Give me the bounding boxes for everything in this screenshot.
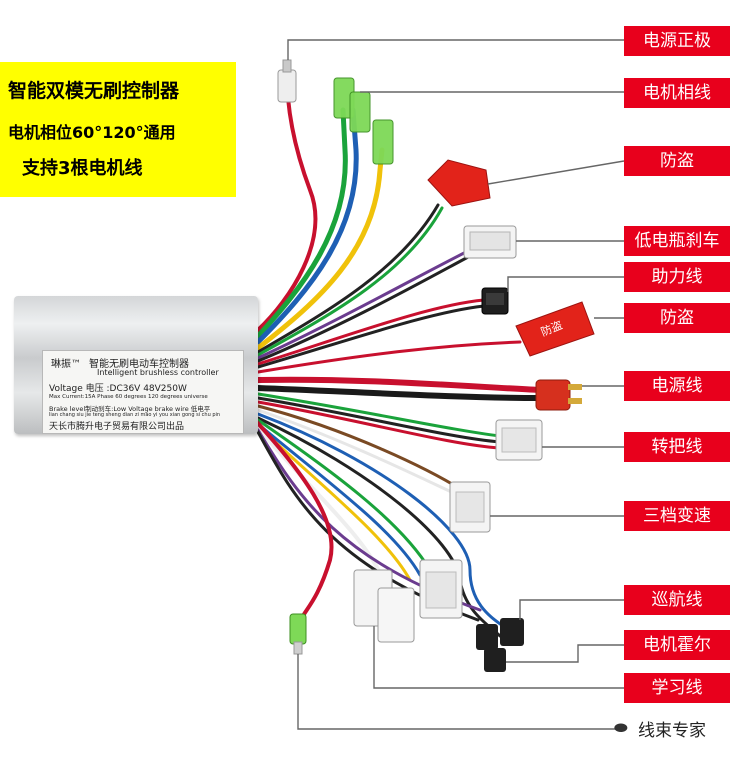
watermark: ⬬ 线束专家 [610, 712, 728, 742]
sticker-voltage: Voltage 电压 :DC36V 48V250W [49, 384, 187, 394]
connector-learn-white [353, 569, 415, 643]
wechat-icon: ⬬ [614, 718, 628, 737]
wire-green-antitheft [256, 206, 444, 357]
wire-purple-brake [256, 248, 472, 360]
promo-motor-text: 支持3根电机线 [22, 158, 143, 179]
wire-red-antitheft2 [256, 340, 522, 374]
terminal-phase-green [333, 77, 394, 165]
connector-antitheft-red-2: 防盗 [515, 301, 595, 357]
leader-assist [507, 276, 624, 292]
wire-red-lock [253, 418, 334, 620]
controller-sticker: 琳振™ 智能无刷电动车控制器 Intelligent brushless con… [42, 350, 244, 434]
connector-antitheft-red [427, 159, 491, 207]
wire-black-cruise [256, 416, 502, 638]
wire-red-throttle [256, 400, 502, 450]
connector-assist-black [481, 287, 509, 315]
label-motor-phase: 电机相线 [624, 78, 730, 108]
promo-box: 智能双模无刷控制器 电机相位60°120°通用 支持3根电机线 [0, 62, 236, 197]
promo-phase-text: 电机相位60°120°通用 [8, 123, 176, 142]
wire-red-power [255, 376, 543, 393]
leader-cruise [519, 599, 624, 620]
leader-antitheft-1 [487, 160, 625, 185]
terminal-lock-green [289, 613, 307, 655]
label-assist: 助力线 [624, 262, 730, 292]
terminal-power-positive [277, 59, 297, 103]
sticker-brake: Brake level制动刹车:Low Voltage brake wire 低… [49, 405, 211, 413]
watermark-text: 线束专家 [638, 721, 706, 741]
sticker-name-en: Intelligent brushless controller [97, 368, 219, 377]
connector-brake-white [463, 225, 517, 259]
label-low-battery-brake: 低电瓶刹车 [624, 226, 730, 256]
leader-learn [373, 626, 624, 689]
connector-power-t-plug [535, 379, 582, 411]
connector-throttle-white [495, 419, 543, 461]
wire-black-brake [256, 254, 472, 363]
wire-white-speed [256, 408, 462, 498]
sticker-brand: 琳振™ [51, 359, 81, 370]
wire-red-assist [256, 298, 486, 366]
promo-title: 智能双模无刷控制器 [8, 80, 180, 102]
wire-yellow-phase [255, 147, 385, 351]
label-cruise: 巡航线 [624, 585, 730, 615]
wire-blue-cruise [256, 412, 510, 632]
leader-hall [506, 644, 624, 663]
label-antitheft-1: 防盗 [624, 146, 730, 176]
label-motor-hall: 电机霍尔 [624, 630, 730, 660]
wire-white-learn [256, 426, 387, 587]
label-learn: 学习线 [624, 673, 730, 703]
leader-lock [297, 654, 624, 730]
sticker-maker: 天长市腾升电子贸易有限公司出品 [49, 422, 185, 432]
sticker-pinyin: lian chang siu jie teng sheng dian zi ma… [49, 412, 221, 418]
leader-lines [287, 39, 625, 730]
wire-green-hall [256, 418, 432, 572]
wire-black-power [255, 385, 543, 401]
wire-bundle [253, 96, 543, 638]
wire-green-phase [255, 107, 348, 339]
connector-hall-white [419, 559, 463, 619]
sticker-name: 智能无刷电动车控制器 [89, 359, 189, 370]
label-antitheft-2: 防盗 [624, 303, 730, 333]
wire-blue-phase [255, 107, 359, 345]
leader-power-positive [287, 39, 624, 60]
label-3-speed: 三档变速 [624, 501, 730, 531]
wire-blue-hall [256, 422, 422, 577]
wire-black-throttle [256, 396, 502, 444]
wire-brown-speed [256, 404, 464, 492]
sticker-current: Max Current:15A Phase 60 degrees 120 deg… [49, 394, 208, 400]
wire-green-throttle [256, 392, 502, 438]
wire-black-antitheft [256, 203, 440, 354]
connectors: 防盗 [277, 59, 595, 672]
wire-black-assist [256, 304, 486, 369]
connector-speed-white [449, 481, 491, 533]
label-throttle: 转把线 [624, 432, 730, 462]
connector-cruise-black [476, 618, 524, 672]
label-power-wire: 电源线 [624, 371, 730, 401]
label-power-positive: 电源正极 [624, 26, 730, 56]
wire-red-power-positive [256, 96, 318, 332]
controller-box: 琳振™ 智能无刷电动车控制器 Intelligent brushless con… [14, 296, 258, 434]
